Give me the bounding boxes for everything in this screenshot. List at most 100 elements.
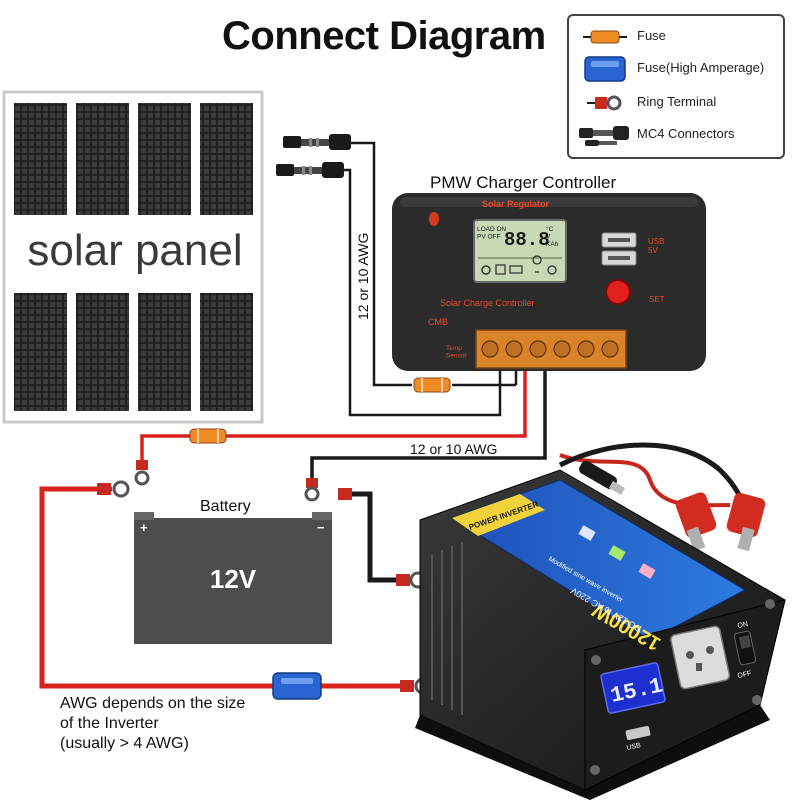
inverter: [415, 442, 786, 800]
terminal-block: [475, 329, 627, 369]
controller-lcd: [473, 219, 567, 283]
ring-terminal: [338, 488, 427, 589]
solar-cell-module: [138, 103, 191, 215]
legend-label: Fuse: [637, 28, 666, 43]
panel-icon: [495, 264, 506, 275]
terminal-screws: [481, 340, 619, 358]
solar-cell-module: [14, 103, 67, 215]
battery-negative-post: [312, 512, 332, 520]
legend-label: Fuse(High Amperage): [637, 60, 765, 75]
legend-label: MC4 Connectors: [637, 126, 735, 141]
mc4-connector: [276, 162, 344, 178]
battery-clamp-red: [675, 492, 717, 552]
inverter-front-panel: [584, 599, 786, 791]
terminal-screw: [481, 340, 499, 358]
inverter-brand-strip: [452, 494, 545, 536]
pv-wire-outer: [350, 141, 412, 387]
inverter-awg-note: AWG depends on the size of the Inverter …: [60, 694, 245, 754]
battery-clamp-black: [726, 492, 766, 552]
high-amp-fuse: [272, 672, 322, 700]
inverter-label-panel: [450, 479, 747, 641]
inverter-note-line: AWG depends on the size: [60, 695, 246, 712]
solar-indicator-icon: [429, 212, 439, 226]
set-button: [605, 279, 631, 305]
legend-item-ring-terminal: Ring Terminal: [569, 88, 783, 118]
pv-wires: [342, 141, 518, 417]
ac-socket-ground: [696, 663, 702, 671]
battery-plus-sign: +: [140, 520, 148, 535]
high-amp-fuse-highlight: [281, 678, 313, 684]
inverter-wire-negative: [348, 491, 398, 583]
inverter-note-line: of the Inverter: [60, 715, 159, 732]
mc4-connector-icon: [579, 126, 629, 146]
solar-cell-module: [76, 293, 129, 411]
battery-title: Battery: [200, 498, 251, 515]
ring-terminal: [134, 460, 150, 486]
charge-wire-positive: [140, 370, 527, 460]
pv-gauge-label: 12 or 10 AWG: [355, 233, 371, 320]
controller-sub-label: Solar Charge Controller: [440, 298, 535, 308]
mount-bolt: [590, 765, 600, 775]
controller-header: Solar Regulator: [482, 199, 550, 209]
terminal-screw: [529, 340, 547, 358]
battery: [134, 512, 332, 644]
terminal-screw: [505, 340, 523, 358]
solar-cell-module: [200, 103, 253, 215]
inverter-wire-positive: [39, 486, 275, 689]
fuse-icon: [583, 30, 627, 44]
power-switch-rocker: [738, 635, 752, 649]
battery-gauge-label: 12 or 10 AWG: [410, 441, 497, 457]
solar-cell-module: [76, 103, 129, 215]
inverter-usb-label: USB: [626, 742, 642, 752]
terminal-screw: [601, 340, 619, 358]
battery-body: [134, 518, 332, 644]
charge-line-fuse: [189, 428, 227, 444]
legend: Fuse Fuse(High Amperage) Ring Terminal M…: [567, 14, 785, 159]
feature-icon: [608, 545, 626, 561]
charge-wire-negative: [310, 370, 547, 478]
controller-title: PMW Charger Controller: [430, 173, 616, 192]
mount-bolt: [752, 695, 762, 705]
charge-controller: [392, 193, 706, 371]
mc4-connector: [283, 134, 351, 150]
feature-icon: [578, 525, 596, 541]
pv-line-fuse: [413, 377, 451, 393]
inverter-note-line: (usually > 4 AWG): [60, 735, 189, 752]
solar-cell-module: [14, 293, 67, 411]
set-label: SET: [649, 295, 665, 304]
heatsink-fins: [431, 542, 463, 715]
battery-voltage: 12V: [210, 564, 257, 594]
ring-terminal-icon: [587, 95, 622, 111]
battery-minus-sign: −: [317, 520, 325, 535]
solar-panel-cells-top: [14, 103, 253, 215]
ac-socket-hole: [686, 651, 694, 659]
solar-cell-module: [200, 293, 253, 411]
timer-icon: [547, 265, 557, 275]
power-off-label: OFF: [737, 670, 752, 680]
lcd-digits: 88.8: [504, 229, 550, 251]
controller-brand: CMB: [428, 317, 448, 327]
mount-bolt: [765, 599, 775, 609]
solar-panel-cells-bottom: [14, 293, 253, 411]
battery-icon: [509, 265, 523, 274]
terminal-screw: [577, 340, 595, 358]
diagram-title: Connect Diagram: [222, 14, 546, 58]
power-on-label: ON: [737, 621, 749, 630]
ac-socket-hole: [706, 646, 714, 654]
ring-terminal: [97, 480, 130, 498]
pv-wire-inner: [342, 168, 502, 417]
inverter-display: [600, 662, 666, 714]
battery-positive-post: [134, 512, 154, 520]
bulb-icon: [532, 255, 542, 273]
inverter-base: [415, 705, 770, 800]
mc4-connectors: [276, 134, 351, 178]
car-plug: [579, 460, 626, 495]
legend-item-mc4: MC4 Connectors: [569, 120, 783, 150]
legend-item-fuse: Fuse: [569, 22, 783, 52]
solar-panel-label: solar panel: [27, 226, 242, 275]
mount-bolt: [591, 655, 601, 665]
ring-terminal: [304, 478, 320, 502]
